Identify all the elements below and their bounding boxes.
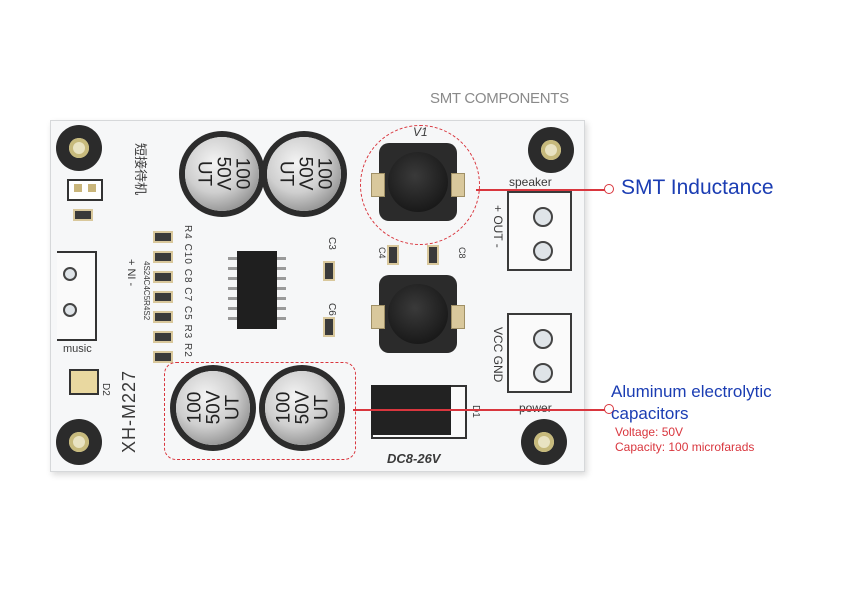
capacitor-callout-dot: [604, 404, 614, 414]
capacitor-capacity-detail: Capacity: 100 microfarads: [615, 440, 755, 454]
capacitor-marking: 100 50V UT: [193, 156, 253, 191]
status-led: [69, 369, 99, 395]
electrolytic-capacitor: 100 50V UT: [267, 137, 341, 211]
power-terminal: [507, 313, 572, 393]
led-label: D2: [100, 383, 111, 396]
c8-label: C8: [457, 247, 467, 259]
mounting-hole-bottom-left: [56, 419, 102, 465]
capacitor-callout-line: [353, 409, 609, 411]
smt-inductor-v2: [379, 275, 457, 353]
inductor-highlight: [360, 125, 480, 245]
electrolytic-capacitor: 100 50V UT: [176, 371, 250, 445]
mounting-hole-bottom-right: [521, 419, 567, 465]
output-polarity-label: + OUT -: [491, 205, 505, 248]
capacitor-voltage-detail: Voltage: 50V: [615, 425, 684, 439]
smd-component-column: [149, 225, 177, 367]
mounting-hole-top-right: [528, 127, 574, 173]
capacitor-callout-title: Aluminum electrolytic capacitors: [611, 382, 772, 423]
inductor-callout-line: [476, 189, 609, 191]
mounting-hole-top-left: [56, 125, 102, 171]
smd-labels: R4 C10 C8 C7 C5 R3 R2: [182, 225, 193, 358]
c6-label: C6: [326, 303, 337, 316]
standby-jumper-label: 短接待机: [133, 143, 148, 196]
speaker-label: speaker: [509, 175, 552, 189]
speaker-terminal: [507, 191, 572, 271]
inductor-pad: [371, 305, 385, 329]
electrolytic-capacitor: 100 50V UT: [185, 137, 259, 211]
c4-label: C4: [377, 247, 387, 259]
voltage-range-label: DC8-26V: [387, 451, 441, 466]
music-input-connector: [57, 251, 97, 341]
inductor-callout-dot: [604, 184, 614, 194]
smd-capacitor-c4: [387, 245, 399, 265]
inductor-pad: [451, 305, 465, 329]
diode-label: D1: [470, 405, 481, 418]
capacitor-marking: 100 50V UT: [275, 156, 335, 191]
capacitor-highlight: [164, 362, 356, 460]
smd-capacitor-c8: [427, 245, 439, 265]
smd-resistor-r1: [73, 209, 93, 221]
section-title: SMT COMPONENTS: [430, 90, 569, 107]
model-label: XH-M227: [119, 369, 139, 453]
inductor-callout-title: SMT Inductance: [621, 176, 774, 199]
music-label: music: [63, 343, 92, 355]
smd-capacitor-c6: [323, 317, 335, 337]
power-pins-label: VCC GND: [491, 327, 505, 383]
electrolytic-capacitor: 100 50V UT: [265, 371, 339, 445]
power-label: power: [519, 401, 552, 415]
smd-capacitor-c3: [323, 261, 335, 281]
diode-outline: [371, 385, 467, 439]
c3-label: C3: [326, 237, 337, 250]
input-polarity-label: + NI -: [125, 259, 137, 287]
standby-jumper: [67, 179, 103, 201]
amplifier-ic: [228, 251, 286, 329]
